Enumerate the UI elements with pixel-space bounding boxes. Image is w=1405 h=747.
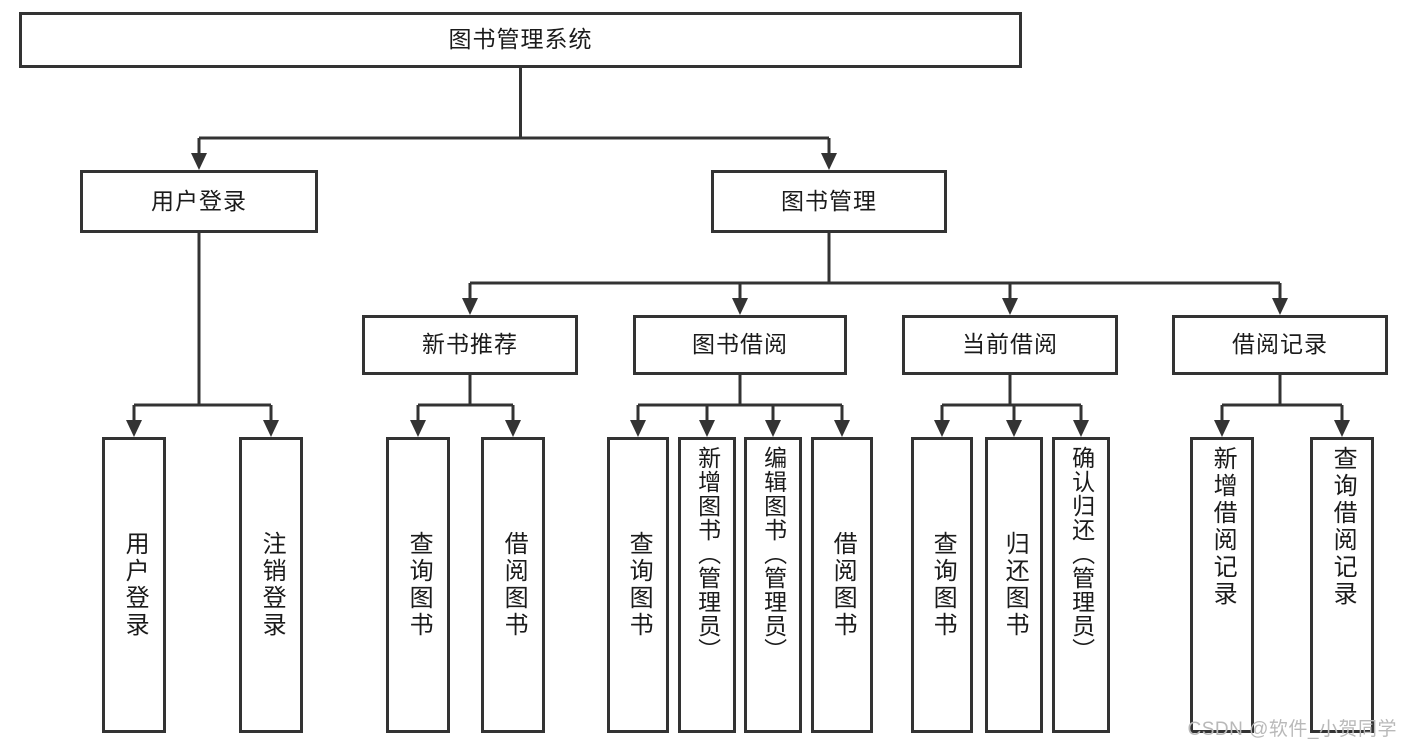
node-label: 借阅图书 <box>500 531 528 639</box>
connector-arrowhead <box>410 420 426 437</box>
node-label: 用户登录 <box>121 531 149 639</box>
node-borrow[interactable]: 图书借阅 <box>633 315 847 375</box>
node-label: 查询图书 <box>625 531 653 639</box>
node-label: 查询借阅记录 <box>1329 446 1357 608</box>
node-label: 新增借阅记录 <box>1209 446 1237 608</box>
node-label: 借阅记录 <box>1232 331 1328 358</box>
node-leaf-confirm-return[interactable]: 确认归还（管理员） <box>1052 437 1110 733</box>
node-label: 查询图书 <box>405 531 433 639</box>
node-leaf-query-book-1[interactable]: 查询图书 <box>386 437 450 733</box>
node-label: 确认归还（管理员） <box>1068 446 1095 662</box>
connector-arrowhead <box>821 153 837 170</box>
node-label: 编辑图书（管理员） <box>760 446 787 662</box>
connector-arrowhead <box>462 298 478 315</box>
node-leaf-query-book-3[interactable]: 查询图书 <box>911 437 973 733</box>
node-leaf-add-book[interactable]: 新增图书（管理员） <box>678 437 736 733</box>
node-label: 用户登录 <box>151 187 247 214</box>
watermark-text: CSDN @软件_小贺同学 <box>1187 719 1397 740</box>
connector-arrowhead <box>699 420 715 437</box>
node-label: 当前借阅 <box>962 331 1058 358</box>
node-label: 图书管理 <box>781 187 877 214</box>
connector-arrowhead <box>630 420 646 437</box>
connector-arrowhead <box>834 420 850 437</box>
node-label: 归还图书 <box>1001 531 1029 639</box>
connector-arrowhead <box>263 420 279 437</box>
node-label: 查询图书 <box>929 531 957 639</box>
node-leaf-borrow-book-1[interactable]: 借阅图书 <box>481 437 545 733</box>
node-label: 新书推荐 <box>422 331 518 358</box>
connector-arrowhead <box>191 153 207 170</box>
node-label: 借阅图书 <box>829 531 857 639</box>
connector-arrowhead <box>1073 420 1089 437</box>
node-newbook[interactable]: 新书推荐 <box>362 315 578 375</box>
connector-arrowhead <box>732 298 748 315</box>
connector-arrowhead <box>126 420 142 437</box>
node-leaf-borrow-book-2[interactable]: 借阅图书 <box>811 437 873 733</box>
connector-arrowhead <box>934 420 950 437</box>
connector-arrowhead <box>505 420 521 437</box>
node-root[interactable]: 图书管理系统 <box>19 12 1022 68</box>
node-label: 注销登录 <box>258 531 286 639</box>
node-leaf-add-record[interactable]: 新增借阅记录 <box>1190 437 1254 733</box>
connector-arrowhead <box>1002 298 1018 315</box>
node-login[interactable]: 用户登录 <box>80 170 318 233</box>
node-label: 图书借阅 <box>692 331 788 358</box>
connector-arrowhead <box>1006 420 1022 437</box>
connector-arrowhead <box>1272 298 1288 315</box>
node-leaf-query-record[interactable]: 查询借阅记录 <box>1310 437 1374 733</box>
connector-arrowhead <box>1214 420 1230 437</box>
node-leaf-user-logout[interactable]: 注销登录 <box>239 437 303 733</box>
node-leaf-edit-book[interactable]: 编辑图书（管理员） <box>744 437 802 733</box>
node-leaf-user-login[interactable]: 用户登录 <box>102 437 166 733</box>
node-current[interactable]: 当前借阅 <box>902 315 1118 375</box>
connector-arrowhead <box>1334 420 1350 437</box>
node-bookmgmt[interactable]: 图书管理 <box>711 170 947 233</box>
node-leaf-query-book-2[interactable]: 查询图书 <box>607 437 669 733</box>
node-record[interactable]: 借阅记录 <box>1172 315 1388 375</box>
node-leaf-return-book[interactable]: 归还图书 <box>985 437 1043 733</box>
node-label: 图书管理系统 <box>448 26 593 53</box>
node-label: 新增图书（管理员） <box>694 446 721 662</box>
connector-arrowhead <box>765 420 781 437</box>
